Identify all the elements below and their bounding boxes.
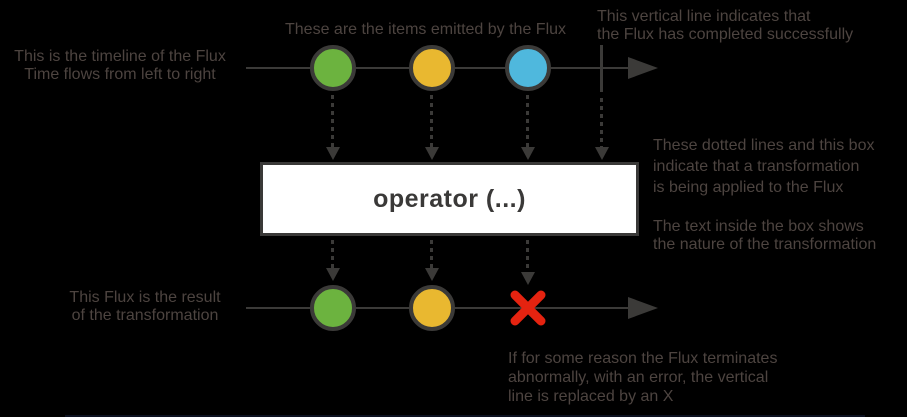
- annotation-line: This vertical line indicates that: [597, 8, 811, 25]
- annotation-line: line is replaced by an X: [508, 388, 674, 405]
- annotation-timeline-info: This is the timeline of the Flux Time fl…: [6, 48, 234, 84]
- dashed-connector: [526, 240, 529, 272]
- marble-yellow-result: [409, 285, 455, 331]
- connector-arrowhead-icon: [326, 147, 340, 160]
- annotation-line: abnormally, with an error, the vertical: [508, 369, 769, 386]
- window-edge-artifact: [65, 415, 865, 417]
- annotation-line: The text inside the box shows: [653, 218, 864, 235]
- dashed-connector: [331, 240, 334, 268]
- completion-line: [600, 45, 603, 92]
- annotation-line: This Flux is the result: [69, 289, 221, 306]
- connector-arrowhead-icon: [425, 268, 439, 281]
- marble-blue-source: [505, 45, 551, 91]
- connector-arrowhead-icon: [326, 268, 340, 281]
- dashed-connector: [430, 240, 433, 268]
- annotation-line: is being applied to the Flux: [653, 179, 844, 196]
- annotation-line: of the transformation: [71, 307, 219, 324]
- annotation-completion: This vertical line indicates that the Fl…: [597, 8, 853, 44]
- annotation-items-emitted: These are the items emitted by the Flux: [285, 21, 566, 39]
- annotation-line: These are the items emitted by the Flux: [285, 21, 567, 38]
- annotation-line: the Flux has completed successfully: [597, 26, 854, 43]
- marble-green-source: [310, 45, 356, 91]
- annotation-transformation: These dotted lines and this box indicate…: [653, 135, 874, 198]
- dashed-connector: [430, 95, 433, 147]
- annotation-line: the nature of the transformation: [653, 236, 877, 253]
- source-timeline-arrowhead-icon: [628, 57, 658, 79]
- annotation-line: This is the timeline of the Flux: [14, 48, 226, 65]
- annotation-result: This Flux is the result of the transform…: [35, 289, 255, 325]
- annotation-line: If for some reason the Flux terminates: [508, 350, 778, 367]
- error-x-icon: [510, 290, 546, 326]
- connector-arrowhead-icon: [425, 147, 439, 160]
- connector-arrowhead-icon: [595, 147, 609, 160]
- marble-green-result: [310, 285, 356, 331]
- annotation-line: These dotted lines and this box: [653, 137, 875, 154]
- annotation-line: Time flows from left to right: [24, 66, 216, 83]
- operator-label: operator (...): [373, 184, 526, 213]
- connector-arrowhead-icon: [521, 272, 535, 285]
- result-timeline-arrowhead-icon: [628, 297, 658, 319]
- connector-arrowhead-icon: [521, 147, 535, 160]
- dashed-connector: [600, 98, 603, 147]
- annotation-error: If for some reason the Flux terminates a…: [508, 349, 777, 406]
- marble-yellow-source: [409, 45, 455, 91]
- dashed-connector: [331, 95, 334, 147]
- annotation-line: indicate that a transformation: [653, 158, 860, 175]
- dashed-connector: [526, 95, 529, 147]
- annotation-box-text: The text inside the box shows the nature…: [653, 218, 876, 254]
- operator-box: operator (...): [260, 162, 639, 236]
